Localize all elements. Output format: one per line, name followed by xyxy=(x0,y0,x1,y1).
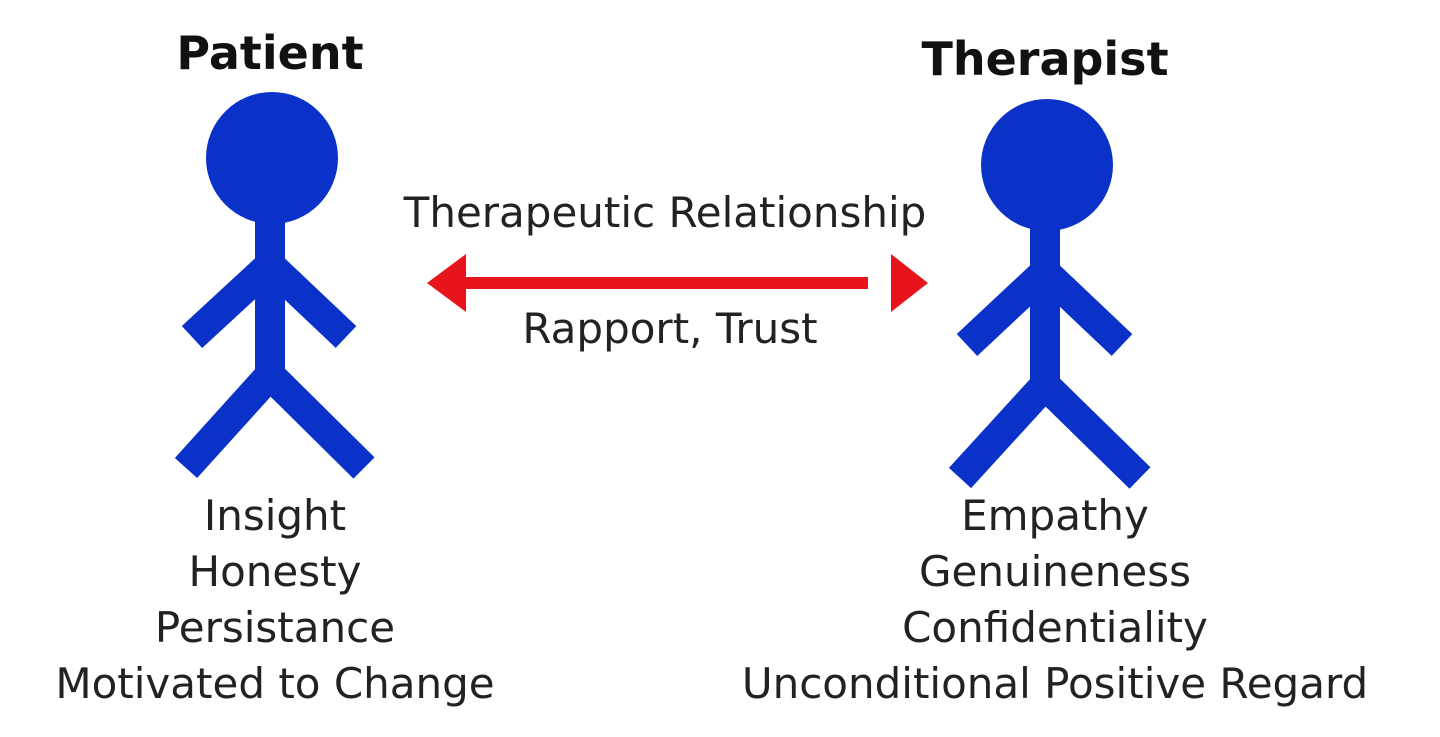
therapist-trait: Unconditional Positive Regard xyxy=(741,659,1369,708)
patient-trait: Motivated to Change xyxy=(55,659,495,708)
therapist-right-leg xyxy=(1034,374,1151,489)
therapist-head xyxy=(981,99,1113,231)
patient-left-leg xyxy=(174,364,282,479)
patient-trait: Honesty xyxy=(188,547,362,596)
patient-right-arm xyxy=(259,254,357,348)
therapist-stick-figure-icon xyxy=(948,99,1151,489)
patient-stick-figure-icon xyxy=(174,92,375,479)
therapist-traits-list: Empathy Genuineness Confidentiality Unco… xyxy=(690,488,1420,712)
patient-head xyxy=(206,92,338,224)
therapist-right-arm xyxy=(1034,261,1133,356)
patient-trait: Persistance xyxy=(154,603,396,652)
patient-traits-list: Insight Honesty Persistance Motivated to… xyxy=(20,488,530,712)
double-headed-arrow-icon xyxy=(427,254,928,312)
patient-right-leg xyxy=(259,364,375,479)
patient-title: Patient xyxy=(176,26,364,80)
rapport-trust-label: Rapport, Trust xyxy=(522,304,818,353)
relationship-label: Therapeutic Relationship xyxy=(403,188,927,237)
therapist-trait: Genuineness xyxy=(919,547,1191,596)
therapist-left-leg xyxy=(948,374,1057,489)
patient-trait: Insight xyxy=(203,491,347,540)
therapist-title: Therapist xyxy=(921,32,1169,86)
arrow-head-left xyxy=(427,254,466,312)
arrow-head-right xyxy=(891,254,928,312)
therapist-trait: Empathy xyxy=(961,491,1149,540)
therapist-trait: Confidentiality xyxy=(902,603,1208,652)
arrow-shaft xyxy=(462,277,868,289)
therapist-left-arm xyxy=(956,261,1056,356)
patient-left-arm xyxy=(181,253,281,349)
